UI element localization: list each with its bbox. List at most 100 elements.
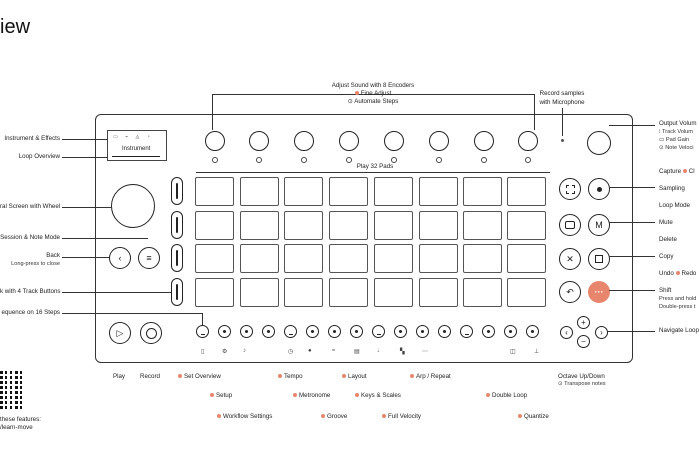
pad[interactable]: [419, 177, 458, 206]
encoder-3[interactable]: [294, 131, 314, 151]
copy-button[interactable]: [588, 248, 610, 270]
pad[interactable]: [195, 177, 234, 206]
pad[interactable]: [463, 177, 502, 206]
play-button[interactable]: ▷: [109, 322, 131, 344]
mute-button[interactable]: M: [588, 214, 610, 236]
pad[interactable]: [374, 278, 413, 307]
pad[interactable]: [284, 278, 323, 307]
pad[interactable]: [507, 211, 546, 240]
step-button[interactable]: [328, 325, 341, 338]
step-button[interactable]: [526, 325, 539, 338]
pad[interactable]: [284, 177, 323, 206]
pad[interactable]: [284, 211, 323, 240]
sequence-label: equence on 16 Steps: [1, 309, 61, 316]
step-button[interactable]: [306, 325, 319, 338]
capture-button[interactable]: [559, 178, 581, 200]
step-button[interactable]: [438, 325, 451, 338]
keys-scales-label: Keys & Scales: [355, 392, 401, 400]
pad[interactable]: [195, 244, 234, 273]
tempo-label: Tempo: [278, 373, 303, 381]
pad[interactable]: [329, 211, 368, 240]
pad[interactable]: [240, 244, 279, 273]
delete-button[interactable]: ✕: [559, 248, 581, 270]
mute-label: Mute: [659, 219, 673, 226]
track-button-2[interactable]: [171, 211, 183, 239]
encoder-7[interactable]: [474, 131, 494, 151]
track-button-4[interactable]: [171, 278, 183, 306]
pad[interactable]: [507, 244, 546, 273]
shift-sublabel-2: Double-press t: [659, 304, 696, 310]
track-button-3[interactable]: [171, 244, 183, 272]
session-note-button[interactable]: ≡: [138, 247, 160, 269]
pad[interactable]: [463, 211, 502, 240]
encoder-led: [301, 157, 307, 163]
pad[interactable]: [195, 211, 234, 240]
encoder-6[interactable]: [429, 131, 449, 151]
track-button-1[interactable]: [171, 177, 183, 205]
encoder-4[interactable]: [339, 131, 359, 151]
quantize-label: Quantize: [518, 413, 549, 421]
pad[interactable]: [419, 244, 458, 273]
pad[interactable]: [240, 211, 279, 240]
pad[interactable]: [329, 177, 368, 206]
pad[interactable]: [284, 244, 323, 273]
pad[interactable]: [419, 211, 458, 240]
pad[interactable]: [463, 244, 502, 273]
step-button[interactable]: [394, 325, 407, 338]
delete-label: Delete: [659, 236, 677, 243]
octave-down-button[interactable]: −: [577, 335, 590, 348]
pad[interactable]: [240, 177, 279, 206]
record-label: Record: [140, 373, 160, 380]
encoder-1[interactable]: [205, 131, 225, 151]
octave-up-button[interactable]: +: [577, 316, 590, 329]
pad[interactable]: [240, 278, 279, 307]
pad[interactable]: [374, 177, 413, 206]
automate-label: ⊙ Automate Steps: [347, 98, 399, 105]
pad[interactable]: [507, 177, 546, 206]
step-button[interactable]: [262, 325, 275, 338]
step-button[interactable]: [350, 325, 363, 338]
pad[interactable]: [329, 278, 368, 307]
step-button[interactable]: [504, 325, 517, 338]
step-button[interactable]: [416, 325, 429, 338]
loop-mode-button[interactable]: [559, 214, 581, 236]
features-url: /learn-move: [0, 424, 33, 431]
note-velocity-label: ⊙ Note Veloci: [659, 145, 694, 151]
volume-encoder[interactable]: [587, 131, 611, 155]
step-button[interactable]: [372, 325, 385, 338]
step-button[interactable]: [482, 325, 495, 338]
step-button[interactable]: [284, 325, 297, 338]
pad-grid: [195, 177, 555, 307]
encoder-8[interactable]: [518, 131, 538, 151]
back-button[interactable]: ‹: [109, 247, 131, 269]
leader-line: [534, 94, 535, 130]
sampling-label: Sampling: [659, 185, 685, 192]
octave-label: Octave Up/Down: [558, 373, 605, 380]
sampling-button[interactable]: [588, 178, 610, 200]
pad[interactable]: [374, 211, 413, 240]
jog-wheel[interactable]: [111, 184, 155, 228]
navigate-left-button[interactable]: ‹: [560, 326, 573, 339]
quantize-icon: ⊥: [534, 349, 540, 355]
workflow-settings-label: Workflow Settings: [217, 413, 272, 421]
pad[interactable]: [507, 278, 546, 307]
encoder-5[interactable]: [384, 131, 404, 151]
pad[interactable]: [463, 278, 502, 307]
shift-button[interactable]: ···: [588, 281, 610, 303]
encoder-2[interactable]: [249, 131, 269, 151]
step-button[interactable]: [240, 325, 253, 338]
undo-button[interactable]: ↶: [559, 281, 581, 303]
output-volume-label: Output Volum: [659, 120, 697, 127]
pad[interactable]: [374, 244, 413, 273]
pad[interactable]: [419, 278, 458, 307]
screen-text: Instrument: [122, 146, 151, 152]
navigate-right-button[interactable]: ›: [595, 326, 608, 339]
record-button[interactable]: [140, 322, 162, 344]
full-velocity-label: Full Velocity: [382, 413, 421, 421]
pad[interactable]: [329, 244, 368, 273]
step-button[interactable]: [196, 325, 209, 338]
step-button[interactable]: [460, 325, 473, 338]
pad[interactable]: [195, 278, 234, 307]
features-label: these features:: [0, 416, 41, 423]
step-button[interactable]: [218, 325, 231, 338]
